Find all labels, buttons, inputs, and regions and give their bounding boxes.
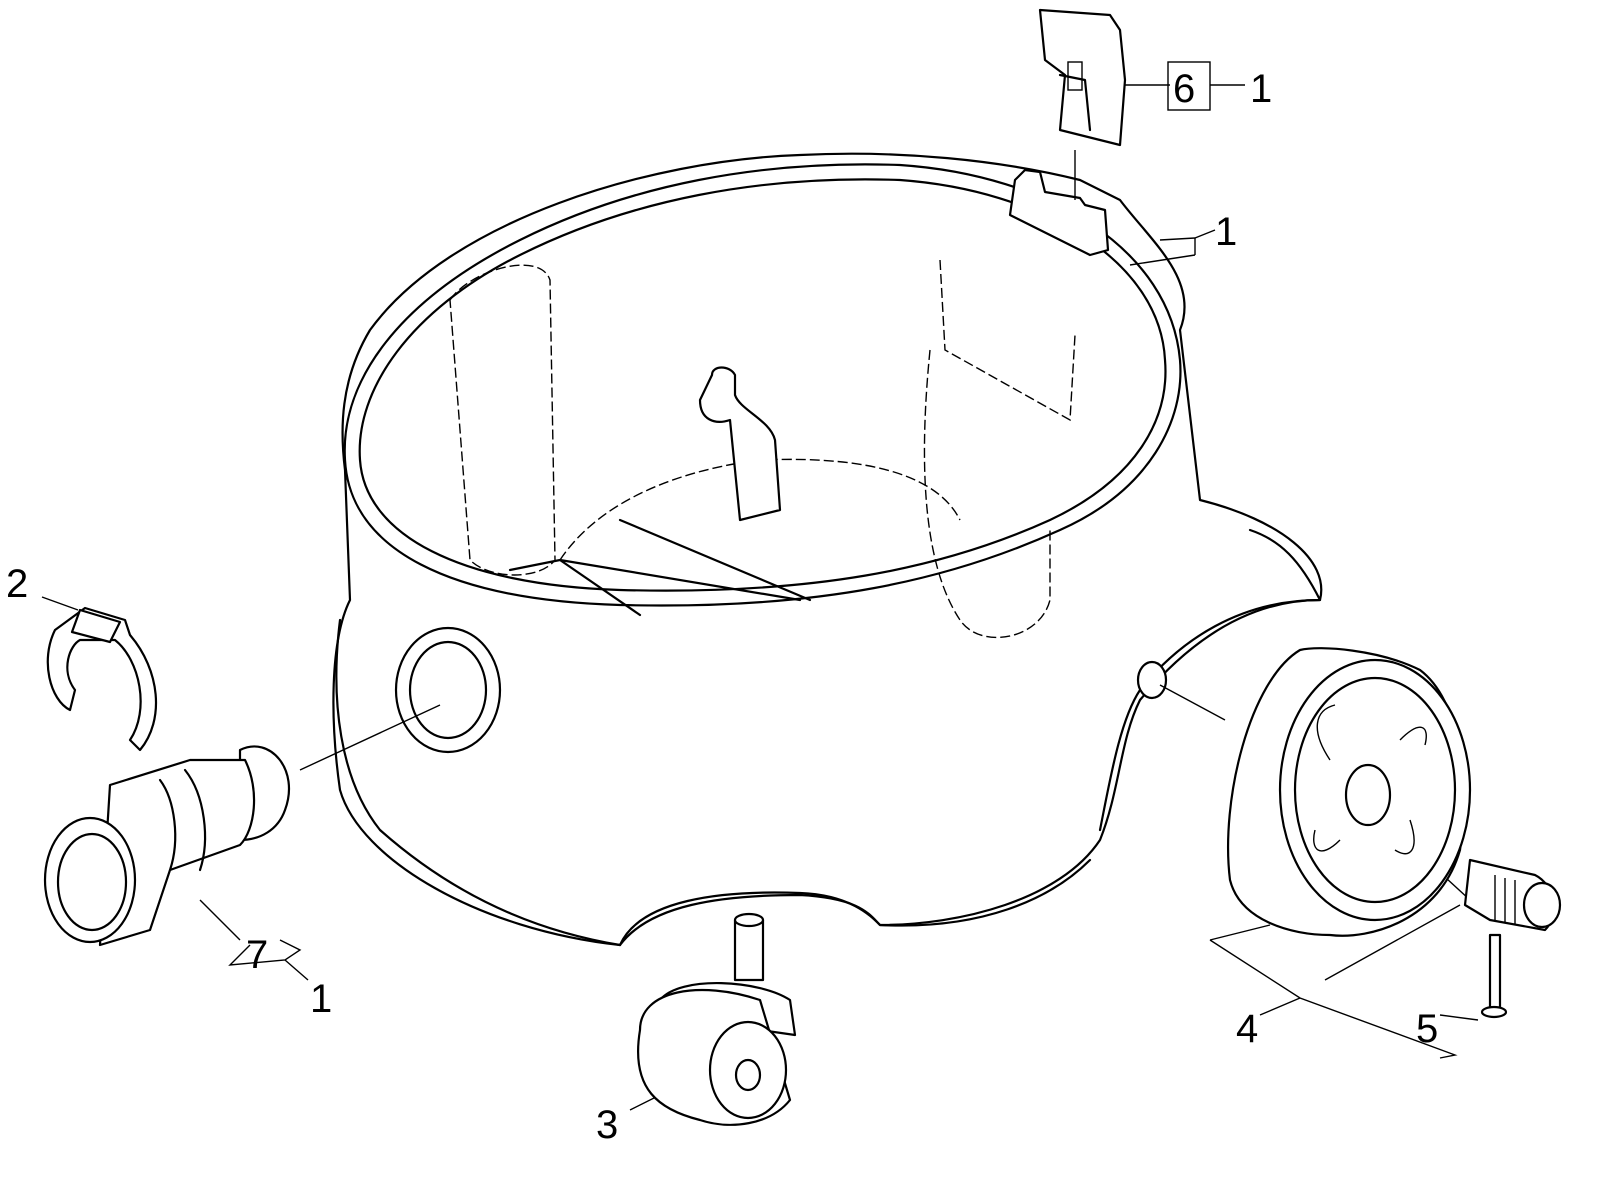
hose-clamp-part — [46, 606, 158, 752]
leader-lines — [41, 84, 1479, 1111]
container-body — [332, 152, 1323, 947]
caster-part — [637, 912, 797, 1126]
hose-connector-part — [43, 745, 291, 947]
callout-screw-part: 5 — [1416, 1007, 1438, 1051]
callout-hose-connector-part: 7 — [246, 933, 268, 977]
callout-hose-connector-qty: 1 — [310, 977, 332, 1021]
handle-clip-part — [1038, 8, 1127, 147]
callout-handle-part: 6 — [1173, 67, 1195, 111]
callout-caster-part: 3 — [596, 1103, 618, 1147]
callout-handle-qty: 1 — [1250, 67, 1272, 111]
callout-clamp-part: 2 — [6, 562, 28, 606]
wheel-part — [1226, 647, 1562, 937]
screw-part — [1480, 933, 1508, 1019]
callout-box — [1167, 61, 1211, 111]
callout-rear-qty: 1 — [1215, 210, 1237, 254]
callout-wheel-part: 4 — [1236, 1007, 1258, 1051]
